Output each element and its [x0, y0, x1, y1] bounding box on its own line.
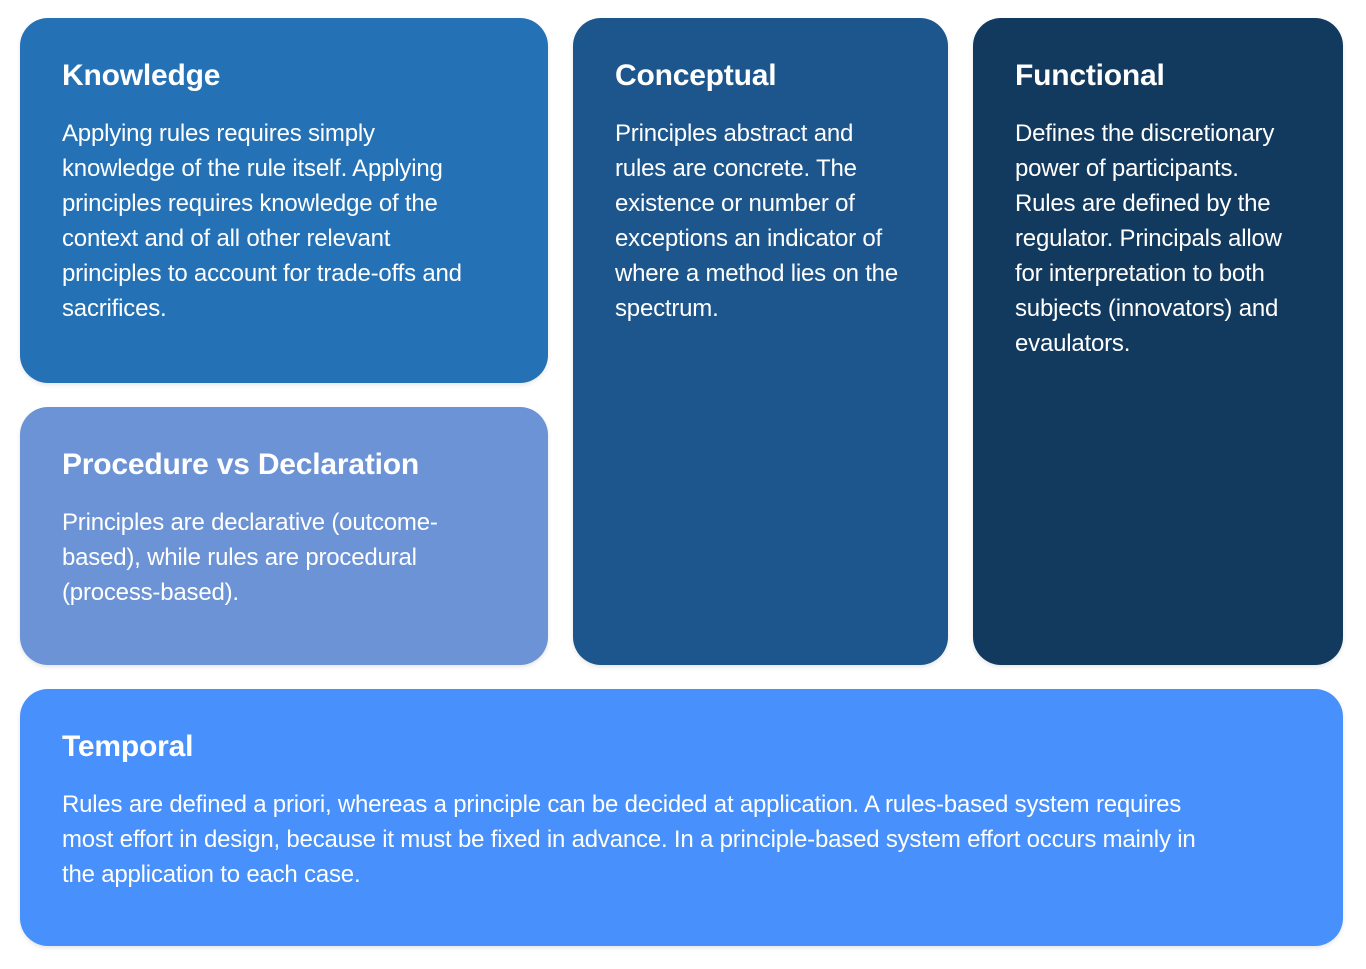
card-functional-title: Functional	[1015, 59, 1165, 92]
card-temporal-body: Rules are defined a priori, whereas a pr…	[62, 791, 1196, 888]
card-procedure-title: Procedure vs Declaration	[62, 448, 420, 481]
card-knowledge: Knowledge Applying rules requires simply…	[20, 18, 548, 383]
card-temporal: Temporal Rules are defined a priori, whe…	[20, 689, 1343, 946]
card-knowledge-body: Applying rules requires simply knowledge…	[62, 120, 462, 322]
card-conceptual: Conceptual Principles abstract and rules…	[573, 18, 948, 665]
card-procedure-body: Principles are declarative (outcome-base…	[62, 509, 438, 606]
card-procedure-vs-declaration: Procedure vs Declaration Principles are …	[20, 407, 548, 665]
card-temporal-title: Temporal	[62, 730, 194, 763]
card-knowledge-title: Knowledge	[62, 59, 221, 92]
cards-board: Knowledge Applying rules requires simply…	[20, 18, 1343, 946]
card-conceptual-title: Conceptual	[615, 59, 777, 92]
card-functional-body: Defines the discretionary power of parti…	[1015, 120, 1282, 357]
card-functional: Functional Defines the discretionary pow…	[973, 18, 1343, 665]
card-conceptual-body: Principles abstract and rules are concre…	[615, 120, 898, 322]
